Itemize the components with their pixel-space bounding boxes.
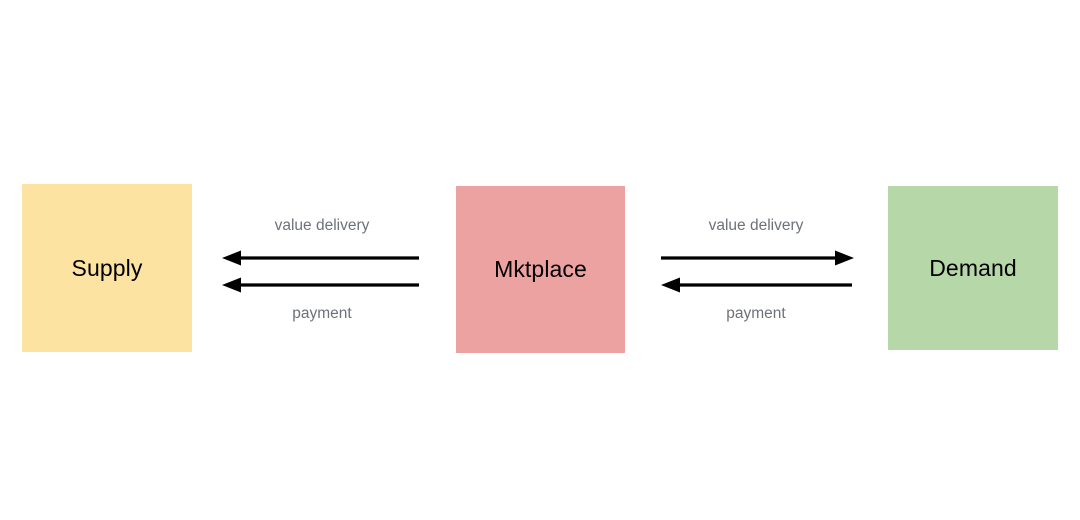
flow-mktplace-demand-payment-label: payment: [726, 305, 786, 322]
node-supply-label: Supply: [71, 254, 143, 281]
flow-mktplace-demand: value delivery payment: [658, 206, 854, 336]
flow-supply-mktplace-arrows: [222, 246, 422, 296]
arrow-payment-left: [661, 277, 852, 293]
node-mktplace[interactable]: Mktplace: [456, 186, 625, 353]
flow-supply-mktplace-value-delivery-label: value delivery: [274, 217, 370, 234]
node-supply[interactable]: Supply: [22, 184, 192, 352]
node-mktplace-label: Mktplace: [494, 256, 587, 282]
flow-supply-mktplace-payment-label: payment: [292, 305, 352, 322]
flow-supply-mktplace: value delivery payment: [222, 206, 422, 336]
flow-mktplace-demand-arrows: [658, 246, 854, 296]
arrow-value-delivery-left: [222, 250, 419, 266]
node-demand-label: Demand: [929, 254, 1017, 281]
flow-mktplace-demand-value-delivery-label: value delivery: [708, 217, 804, 234]
arrow-value-delivery-right: [661, 250, 854, 266]
arrow-payment-left: [222, 277, 419, 293]
node-demand[interactable]: Demand: [888, 186, 1058, 350]
